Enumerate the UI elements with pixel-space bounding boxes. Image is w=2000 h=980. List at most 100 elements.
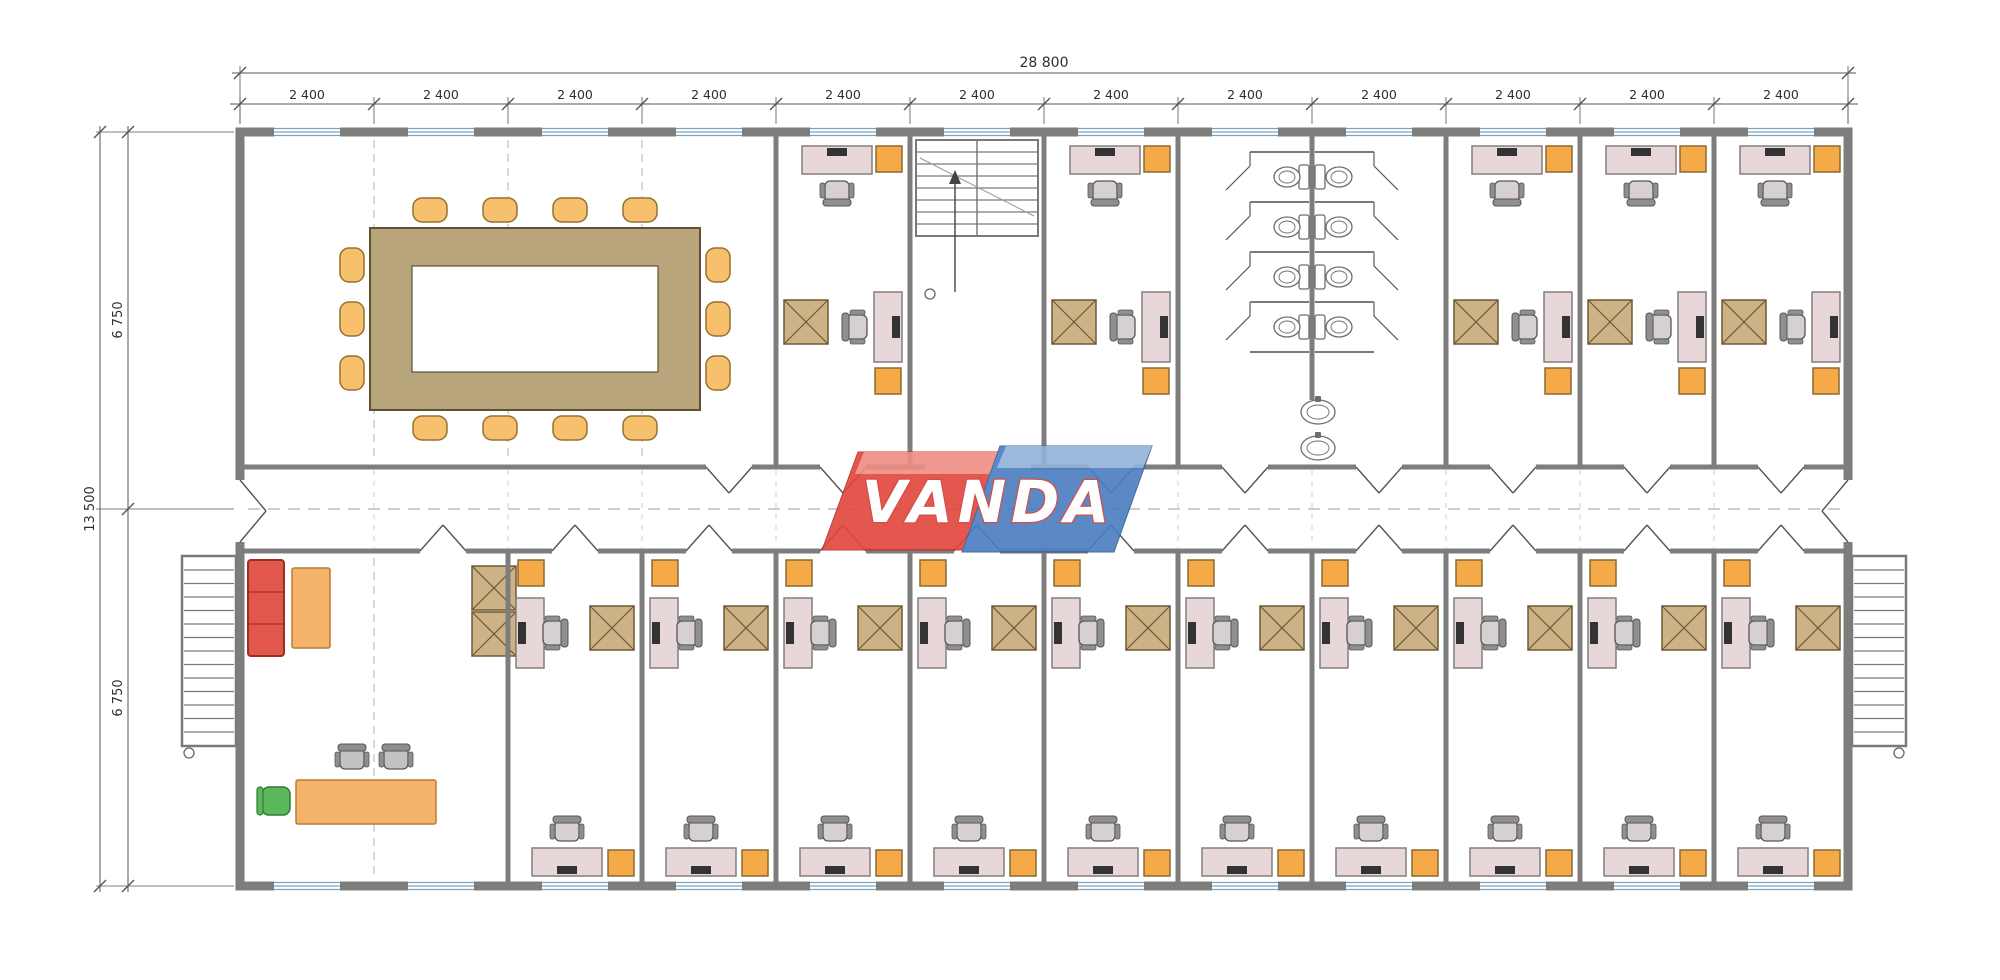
cabinet-diagonal: [723, 605, 769, 651]
door-leaf: [1757, 524, 1782, 552]
door-gap: [1758, 463, 1804, 471]
conference-table: [369, 227, 701, 411]
office-chair: [1085, 815, 1121, 842]
office-bottom-7: [1319, 559, 1439, 877]
office-chair: [1353, 815, 1389, 842]
door-leaf: [1623, 524, 1648, 552]
toilet: [1314, 214, 1353, 240]
chair-back: [1356, 815, 1386, 824]
chair-back: [1626, 198, 1656, 207]
cabinet-x: [1721, 299, 1767, 345]
office-top-1: [783, 145, 903, 395]
monitor: [652, 622, 660, 644]
chair-armrest: [544, 644, 561, 651]
chair-armrest: [1248, 823, 1255, 840]
toilet-tank: [1314, 164, 1326, 190]
door-gap: [234, 480, 246, 542]
dim-tick: [1841, 66, 1855, 80]
toilet: [1273, 214, 1310, 240]
chair-back: [1766, 618, 1775, 648]
bay-dimension-label: 2 400: [825, 87, 861, 102]
stall-door: [1373, 315, 1399, 341]
office-chair: [378, 743, 414, 770]
bay-dimension-label: 2 400: [691, 87, 727, 102]
door-gap: [552, 547, 598, 555]
chair-back: [1511, 312, 1520, 342]
toilet: [1314, 164, 1353, 190]
door: [1757, 463, 1805, 494]
green-chair-seat: [261, 786, 291, 816]
office-chair: [1489, 180, 1525, 207]
office-bottom-6: [1185, 559, 1305, 877]
cabinet-x: [1795, 605, 1841, 651]
cabinet-diagonal: [1527, 605, 1573, 651]
office-chair: [334, 743, 370, 770]
monitor: [1160, 316, 1168, 338]
chair-armrest: [1757, 182, 1764, 199]
desk: [1069, 145, 1141, 175]
chair-back: [1492, 198, 1522, 207]
desk: [1453, 597, 1483, 669]
cabinet-diagonal: [857, 605, 903, 651]
bay-dimension-label: 2 400: [557, 87, 593, 102]
chair-armrest: [819, 182, 826, 199]
desk: [1185, 597, 1215, 669]
stair-right: [1850, 554, 1908, 759]
chair-armrest: [1623, 182, 1630, 199]
chair-armrest: [1755, 823, 1762, 840]
cabinet-x: [1587, 299, 1633, 345]
stall-door: [1373, 215, 1399, 241]
desk: [873, 291, 903, 363]
chair-armrest: [1652, 182, 1659, 199]
door-leaf: [1244, 466, 1269, 494]
office-bottom-2: [649, 559, 769, 877]
chair-armrest: [951, 823, 958, 840]
pedestal: [1143, 145, 1171, 173]
door-leaf: [1221, 466, 1246, 494]
chair-armrest: [1348, 615, 1365, 622]
desk: [1543, 291, 1573, 363]
chair-armrest: [334, 751, 341, 768]
monitor: [1456, 622, 1464, 644]
cabinet-x: [783, 299, 829, 345]
desk: [649, 597, 679, 669]
door-leaf: [1646, 524, 1671, 552]
office-top-3: [1453, 145, 1573, 395]
office-top-4: [1587, 145, 1707, 395]
office-chair: [1623, 180, 1659, 207]
pedestal: [517, 559, 545, 587]
pedestal: [1321, 559, 1349, 587]
conference-chair: [339, 301, 365, 337]
conference-chair: [482, 415, 518, 441]
toilet: [1273, 314, 1310, 340]
office-chair: [676, 615, 703, 651]
chair-back: [1364, 618, 1373, 648]
toilet-bowl-inner: [1330, 220, 1348, 234]
pedestal: [919, 559, 947, 587]
chair-armrest: [544, 615, 561, 622]
sink-basin-inner: [1306, 404, 1330, 420]
door-leaf: [1489, 524, 1514, 552]
chair-armrest: [378, 751, 385, 768]
windows: [274, 126, 1814, 892]
bay-dimension-label: 2 400: [1361, 87, 1397, 102]
chair-armrest: [1653, 309, 1670, 316]
office-chair: [1779, 309, 1806, 345]
door-gap: [1758, 547, 1804, 555]
pedestal: [1679, 145, 1707, 173]
chair-back: [828, 618, 837, 648]
vanda-logo-text: VANDA: [862, 468, 1114, 536]
table-inner: [411, 265, 659, 373]
office-chair: [549, 815, 585, 842]
dim-tick: [121, 125, 135, 139]
desk: [1811, 291, 1841, 363]
dim-tick: [93, 125, 107, 139]
chair-armrest: [1214, 615, 1231, 622]
desk: [1319, 597, 1349, 669]
door-gap: [1624, 463, 1670, 471]
chair-back: [1109, 312, 1118, 342]
chair-armrest: [1786, 182, 1793, 199]
green-chair-back: [256, 786, 264, 816]
chair-armrest: [946, 644, 963, 651]
